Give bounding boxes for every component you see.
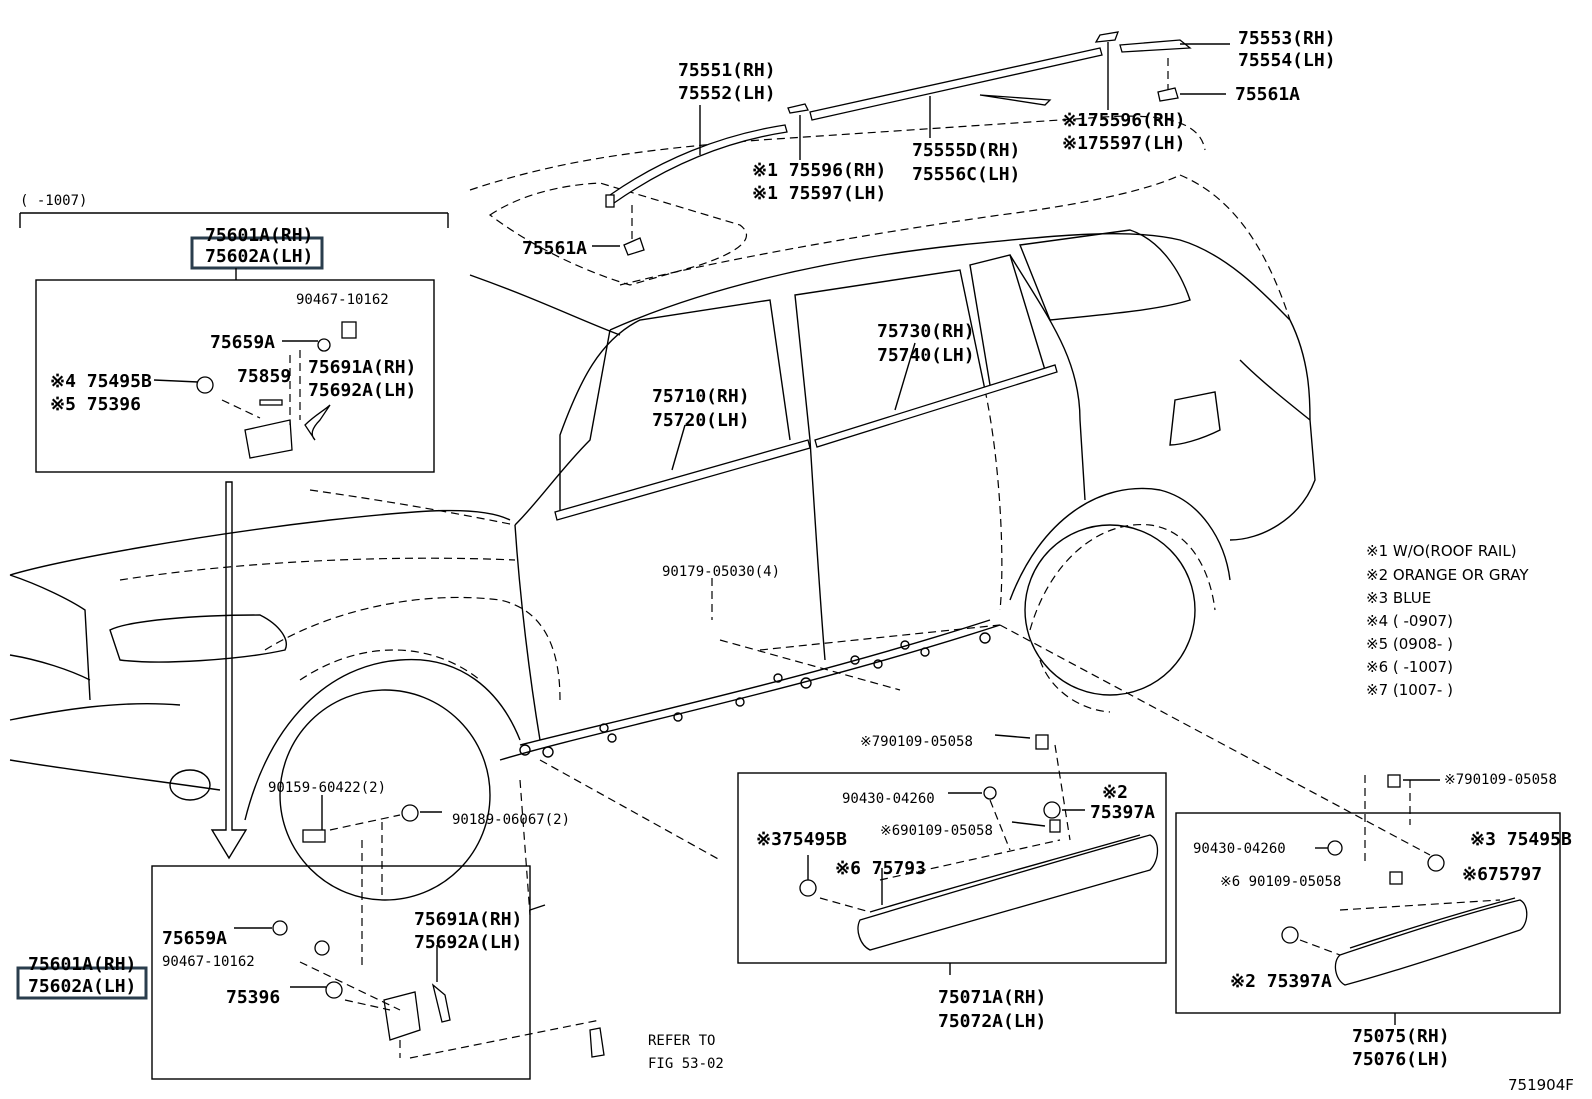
label-75740: 75740(LH) xyxy=(877,345,975,366)
label-75601a-bottom: 75601A(RH) xyxy=(28,954,136,975)
label-75596-mid: ※1 75596(RH) xyxy=(752,160,886,181)
label-75396-bottom: 75396 xyxy=(226,987,280,1008)
label-90159: 90159-60422(2) xyxy=(268,780,386,796)
note-2: ※2 ORANGE OR GRAY xyxy=(1366,566,1529,584)
vehicle-outline xyxy=(9,115,1316,901)
label-75553: 75553(RH) xyxy=(1238,28,1336,49)
label-75793: ※6 75793 xyxy=(835,858,926,879)
highlight-75602a-top xyxy=(190,236,324,270)
label-90179: 90179-05030(4) xyxy=(662,564,780,580)
label-75659a-bottom: 75659A xyxy=(162,928,227,949)
label-90109-b: ※690109-05058 xyxy=(880,823,993,839)
label-75551: 75551(RH) xyxy=(678,60,776,81)
label-75561a-top: 75561A xyxy=(1235,84,1300,105)
front-fasteners xyxy=(302,759,721,1059)
label-75710: 75710(RH) xyxy=(652,386,750,407)
callout-labels: 75553(RH) 75554(LH) 75561A ※175596(RH) ※… xyxy=(20,28,1574,1094)
label-75495b-b: ※3 75495B xyxy=(1470,829,1572,850)
label-75072a: 75072A(LH) xyxy=(938,1011,1046,1032)
label-75601a-top: 75601A(RH) xyxy=(205,225,313,246)
note-1: ※1 W/O(ROOF RAIL) xyxy=(1366,542,1517,560)
label-75602a-bottom: 75602A(LH) xyxy=(28,976,136,997)
label-75561a-left: 75561A xyxy=(522,238,587,259)
label-75720: 75720(LH) xyxy=(652,410,750,431)
label-90109-d: ※6 90109-05058 xyxy=(1220,874,1341,890)
diagram-id: 751904F xyxy=(1508,1076,1574,1094)
inset-bottom-left xyxy=(16,865,546,1080)
label-range-top: ( -1007) xyxy=(20,193,87,209)
label-note2-a: ※2 xyxy=(1102,782,1128,803)
label-90430-b: 90430-04260 xyxy=(1193,841,1286,857)
leader-lines xyxy=(592,42,1230,691)
note-6: ※6 ( -1007) xyxy=(1366,658,1453,676)
highlight-75602a-bottom xyxy=(16,966,148,1000)
note-4: ※4 ( -0907) xyxy=(1366,612,1453,630)
label-75075: 75075(RH) xyxy=(1352,1026,1450,1047)
note-5: ※5 (0908- ) xyxy=(1366,635,1453,653)
label-75495b-left: ※4 75495B xyxy=(50,371,152,392)
inset-top-left xyxy=(19,212,449,860)
label-75692a-bottom: 75692A(LH) xyxy=(414,932,522,953)
label-75659a-top: 75659A xyxy=(210,332,275,353)
label-fig-53-02: FIG 53-02 xyxy=(648,1056,724,1072)
label-75071a: 75071A(RH) xyxy=(938,987,1046,1008)
inset-rocker-front xyxy=(737,734,1167,975)
label-90189: 90189-06067(2) xyxy=(452,812,570,828)
label-75692a-top: 75692A(LH) xyxy=(308,380,416,401)
label-75076: 75076(LH) xyxy=(1352,1049,1450,1070)
inset-rocker-rear xyxy=(999,624,1561,1025)
label-75602a-top: 75602A(LH) xyxy=(205,246,313,267)
label-75597-mid: ※1 75597(LH) xyxy=(752,183,886,204)
label-75691a-bottom: 75691A(RH) xyxy=(414,909,522,930)
note-3: ※3 BLUE xyxy=(1366,589,1431,607)
label-90467-top: 90467-10162 xyxy=(296,292,389,308)
label-refer-to: REFER TO xyxy=(648,1033,715,1049)
label-75397a-b: ※2 75397A xyxy=(1230,971,1332,992)
label-75597-right: ※175597(LH) xyxy=(1062,133,1185,154)
label-75495b-a: ※375495B xyxy=(756,829,847,850)
notes-legend: ※1 W/O(ROOF RAIL) ※2 ORANGE OR GRAY ※3 B… xyxy=(1366,542,1529,699)
label-75552: 75552(LH) xyxy=(678,83,776,104)
label-75396-left: ※5 75396 xyxy=(50,394,141,415)
note-7: ※7 (1007- ) xyxy=(1366,681,1453,699)
label-75691a-top: 75691A(RH) xyxy=(308,357,416,378)
label-90430-a: 90430-04260 xyxy=(842,791,935,807)
down-arrow-icon xyxy=(210,481,248,860)
label-75859: 75859 xyxy=(237,366,291,387)
label-90109-c: ※790109-05058 xyxy=(1444,772,1557,788)
rocker-clips xyxy=(519,632,991,758)
roof-molding-parts xyxy=(605,31,1192,256)
label-75555d: 75555D(RH) xyxy=(912,140,1020,161)
label-75730: 75730(RH) xyxy=(877,321,975,342)
label-75397a-a: 75397A xyxy=(1090,802,1155,823)
label-75596-right: ※175596(RH) xyxy=(1062,110,1185,131)
label-75554: 75554(LH) xyxy=(1238,50,1336,71)
label-90467-bottom: 90467-10162 xyxy=(162,954,255,970)
belt-moldings xyxy=(554,364,1058,521)
label-75797: ※675797 xyxy=(1462,864,1542,885)
label-75556c: 75556C(LH) xyxy=(912,164,1020,185)
label-90109-a: ※790109-05058 xyxy=(860,734,973,750)
